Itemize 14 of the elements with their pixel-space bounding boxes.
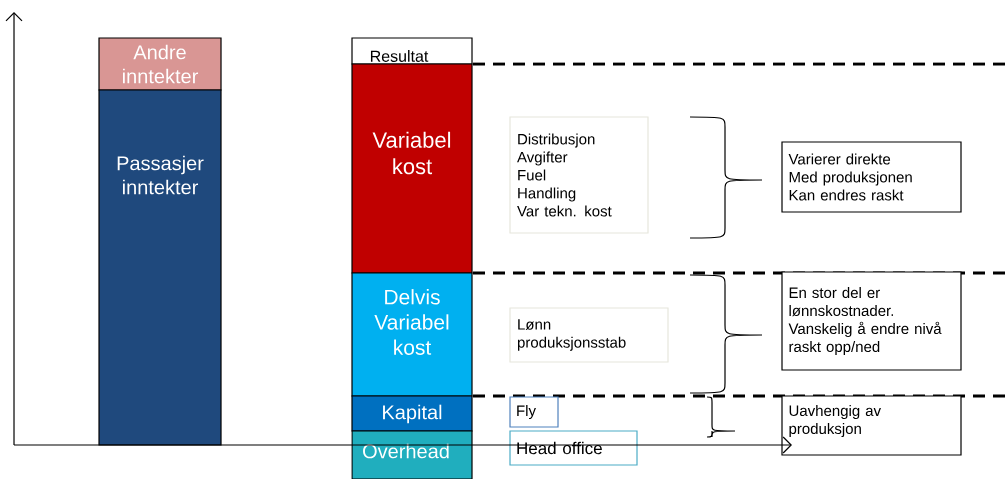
text-box: En stor del er lønnskostnader. Vanskelig å endre nivå raskt opp/ned (781, 271, 962, 371)
text-box: Uavhengig av produksjon (781, 395, 962, 456)
text-box: Distribusjon Avgifter Fuel Handling Var tekn. kost (509, 116, 649, 234)
text-box: Head office (509, 430, 638, 466)
bar-segment: Overhead (351, 430, 473, 479)
text-box: Varierer direkte Med produksjonen Kan endres raskt (781, 141, 962, 213)
bar-segment: Andre inntekter (98, 37, 222, 91)
bar-segment: Delvis Variabel kost (351, 272, 473, 397)
bar-segment: Kapital (351, 395, 473, 432)
bar-segment: Passasjer inntekter (98, 89, 222, 446)
bar-segment: Resultat (351, 37, 473, 65)
bar-segment: Variabel kost (351, 63, 473, 274)
text-box: Lønn produksjonsstab (509, 307, 669, 363)
text-box: Fly (509, 396, 559, 428)
